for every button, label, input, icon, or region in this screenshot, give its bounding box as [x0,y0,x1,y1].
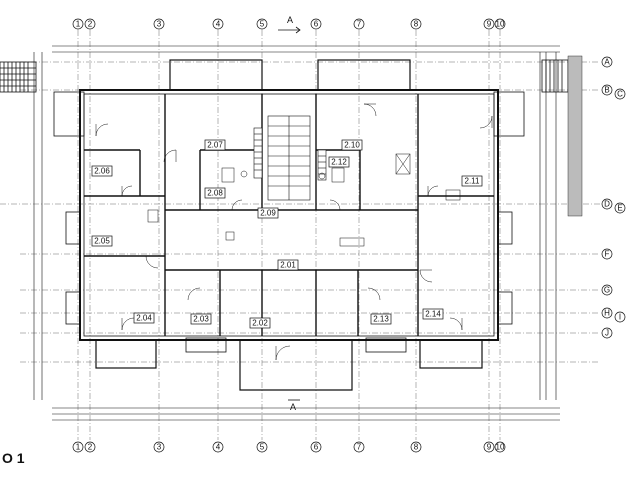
axis-right-i: I [619,313,621,322]
section-marker-top: A [287,15,293,25]
room-tag-2-09: 2.09 [260,209,276,218]
floor-label: O 1 [2,450,25,466]
axis-bottom-8: 8 [414,443,419,452]
axis-bottom-5: 5 [260,443,265,452]
axis-right-d: D [604,200,610,209]
section-marker-bottom: A [290,402,296,412]
room-tag-2-03: 2.03 [193,315,209,324]
room-tag-2-14: 2.14 [425,310,441,319]
axis-top-3: 3 [157,20,162,29]
axis-bottom-10: 10 [496,443,505,452]
axis-top-4: 4 [216,20,221,29]
axis-bottom-3: 3 [157,443,162,452]
axis-bottom-9: 9 [487,443,492,452]
axis-bottom-4: 4 [216,443,221,452]
room-tag-2-02: 2.02 [252,319,268,328]
axis-right-e: E [617,204,622,213]
axis-bottom-6: 6 [314,443,319,452]
room-tag-2-07: 2.07 [207,141,223,150]
room-tag-2-11: 2.11 [465,177,481,186]
axis-right-h: H [604,309,610,318]
axis-bottom-7: 7 [357,443,362,452]
axis-top-6: 6 [314,20,319,29]
axis-right-b: B [604,86,609,95]
room-tag-2-13: 2.13 [373,315,389,324]
axis-bottom-1: 1 [76,443,81,452]
room-tag-2-01: 2.01 [280,261,296,270]
axis-top-1: 1 [76,20,81,29]
room-tag-2-10: 2.10 [344,141,360,150]
room-tag-2-06: 2.06 [94,167,110,176]
axis-top-8: 8 [414,20,419,29]
axis-right-g: G [604,286,610,295]
axis-bottom-2: 2 [88,443,93,452]
room-tag-2-12: 2.12 [331,158,347,167]
room-tag-2-04: 2.04 [136,314,152,323]
axis-top-10: 10 [496,20,505,29]
axis-right-c: C [617,90,623,99]
axis-right-a: A [604,58,610,67]
room-tag-2-05: 2.05 [94,237,110,246]
room-tag-2-08: 2.08 [207,189,223,198]
axis-right-f: F [605,250,610,259]
axis-top-9: 9 [487,20,492,29]
axis-top-2: 2 [88,20,93,29]
axis-right-j: J [605,329,609,338]
axis-top-7: 7 [357,20,362,29]
axis-top-5: 5 [260,20,265,29]
